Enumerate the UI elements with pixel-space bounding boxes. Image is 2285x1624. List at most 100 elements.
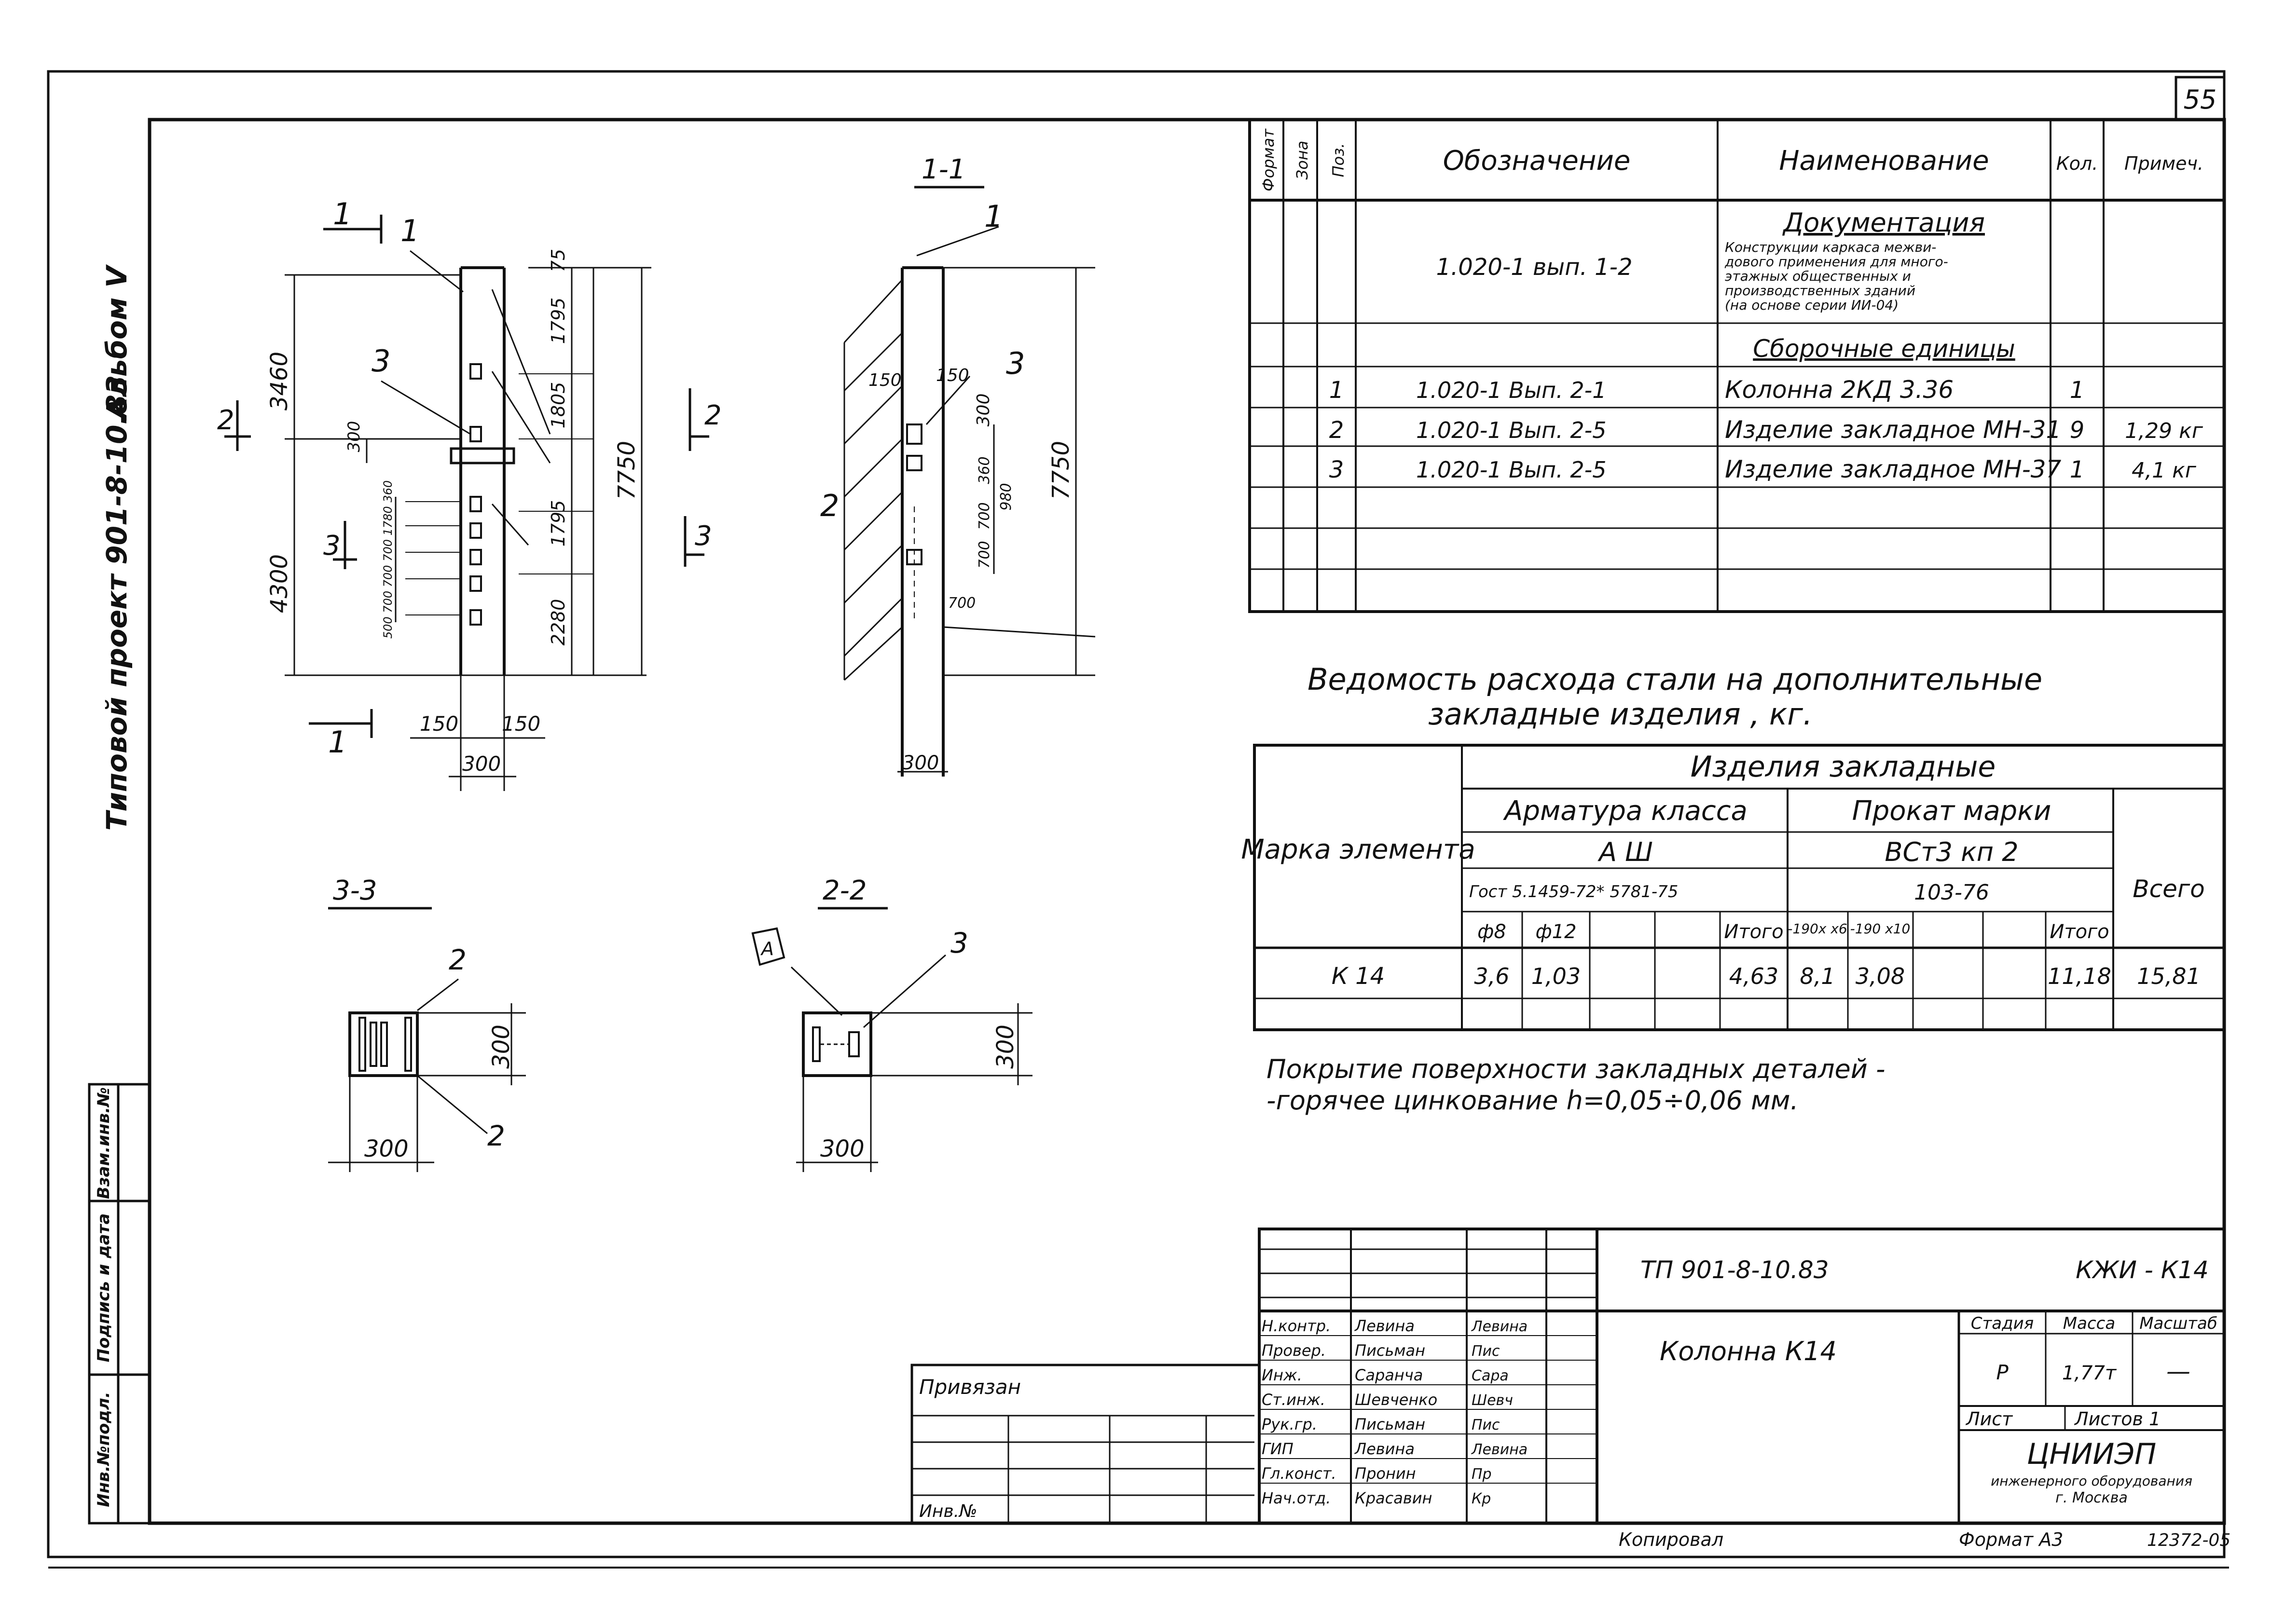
s11-dim-980: 980 bbox=[998, 483, 1015, 510]
row-2-name: Изделие закладное МН-31 bbox=[1725, 416, 2061, 444]
staff-sign-4: Пис bbox=[1472, 1417, 1500, 1433]
s11-dim-150b: 150 bbox=[936, 366, 969, 385]
s11-dim-300: 300 bbox=[974, 394, 993, 427]
steel-rebar-class: А Ш bbox=[1597, 837, 1653, 867]
left-stamp: Взам.инв.№ Подпись и дата Инв.№подл. bbox=[88, 1083, 151, 1525]
steel-val-6: 3,08 bbox=[1856, 963, 1905, 989]
s11-pos-3: 3 bbox=[1006, 346, 1025, 381]
staff-role-7: Нач.отд. bbox=[1262, 1489, 1331, 1507]
sheets-label: Листов 1 bbox=[2074, 1408, 2161, 1430]
staff-role-4: Рук.гр. bbox=[1262, 1415, 1317, 1433]
staff-sign-2: Сара bbox=[1472, 1367, 1509, 1384]
column-elevation: 1 1 2 2 3 3 1 3 3460 4300 7750 75 1795 1… bbox=[217, 196, 722, 791]
sub-h-4: Итого bbox=[1724, 921, 1783, 943]
hdr-zone: Зона bbox=[1293, 141, 1311, 180]
steel-rolled-grade: ВСт3 кп 2 bbox=[1885, 837, 2018, 867]
row-3-name: Изделие закладное МН-37 bbox=[1725, 455, 2062, 483]
dim-2280: 2280 bbox=[548, 599, 569, 646]
steel-mark-header: Марка элемента bbox=[1241, 834, 1475, 865]
dim-300: 300 bbox=[344, 421, 364, 452]
steel-rolled-gost: 103-76 bbox=[1914, 880, 1989, 905]
steel-val-0: 3,6 bbox=[1474, 963, 1509, 989]
s22-pos-3: 3 bbox=[950, 927, 968, 959]
stamp-inventory: Инв.№подл. bbox=[94, 1392, 113, 1507]
format-label: Формат А3 bbox=[1959, 1529, 2063, 1550]
dim-1805: 1805 bbox=[548, 382, 569, 429]
steel-rolled-header: Прокат марки bbox=[1852, 795, 2051, 827]
row-1-designation: 1.020-1 Вып. 2-1 bbox=[1416, 377, 1607, 403]
staff-sign-3: Шевч bbox=[1472, 1392, 1513, 1409]
doc-section: Документация bbox=[1782, 207, 1985, 238]
pos-1-label: 1 bbox=[400, 213, 419, 248]
row-2-note: 1,29 кг bbox=[2125, 419, 2203, 443]
s11-pos-1: 1 bbox=[984, 199, 1003, 234]
pos-3-label: 3 bbox=[372, 343, 390, 379]
dim-3460: 3460 bbox=[266, 352, 293, 410]
dim-4300: 4300 bbox=[266, 554, 293, 613]
section-1-mark-bottom: 1 bbox=[328, 724, 347, 760]
hdr-format: Формат bbox=[1259, 128, 1278, 191]
section-3-mark-left: 3 bbox=[323, 530, 341, 561]
s11-dim-w300: 300 bbox=[902, 752, 939, 774]
steel-val-4: 4,63 bbox=[1729, 963, 1778, 989]
section-3-3: 3-3 2 2 300 300 bbox=[328, 875, 526, 1172]
sub-h-9: Итого bbox=[2050, 921, 2109, 943]
staff-name-5: Левина bbox=[1354, 1440, 1415, 1458]
dim-150b: 150 bbox=[502, 712, 540, 736]
staff-role-1: Провер. bbox=[1262, 1341, 1326, 1360]
staff-sign-0: Левина bbox=[1471, 1318, 1528, 1335]
row-3-pos: 3 bbox=[1329, 456, 1344, 483]
drawing-name: Колонна К14 bbox=[1660, 1336, 1837, 1366]
hdr-note: Примеч. bbox=[2124, 153, 2203, 174]
dim-75: 75 bbox=[548, 249, 569, 272]
sub-h-1: ф12 bbox=[1535, 921, 1576, 943]
row-1-name: Колонна 2КД 3.36 bbox=[1725, 376, 1954, 404]
steel-header-group: Изделия закладные bbox=[1691, 750, 1996, 784]
staff-name-7: Красавин bbox=[1355, 1489, 1432, 1507]
s33-dim-w300: 300 bbox=[364, 1135, 409, 1162]
doc-designation: 1.020-1 вып. 1-2 bbox=[1436, 254, 1632, 281]
staff-sign-1: Пис bbox=[1472, 1343, 1500, 1360]
staff-name-0: Левина bbox=[1354, 1317, 1415, 1335]
row-3-note: 4,1 кг bbox=[2132, 458, 2197, 483]
dim-small: 500 700 700 700 1780 360 bbox=[381, 480, 395, 639]
s33-pos-2b: 2 bbox=[487, 1119, 505, 1152]
steel-val-9: 11,18 bbox=[2048, 963, 2111, 989]
row-3-qty: 1 bbox=[2070, 456, 2085, 483]
section-2-2-title: 2-2 bbox=[823, 875, 867, 906]
inv-label: Инв.№ bbox=[919, 1501, 977, 1521]
s11-dim-700c: 700 bbox=[948, 595, 976, 612]
staff-sign-6: Пр bbox=[1472, 1466, 1492, 1483]
staff-role-2: Инж. bbox=[1262, 1366, 1302, 1384]
steel-row-total: 15,81 bbox=[2137, 963, 2201, 989]
s11-dim-7750: 7750 bbox=[1047, 441, 1074, 500]
sheet-code: КЖИ - К14 bbox=[2076, 1256, 2209, 1284]
assembly-section: Сборочные единицы bbox=[1753, 335, 2015, 363]
coating-note-1: Покрытие поверхности закладных деталей - bbox=[1266, 1054, 1886, 1084]
s22-dim-h300: 300 bbox=[992, 1024, 1019, 1069]
s33-dim-h300: 300 bbox=[488, 1024, 515, 1069]
scale-header: Масштаб bbox=[2139, 1314, 2217, 1333]
stage-header: Стадия bbox=[1971, 1314, 2034, 1333]
row-3-designation: 1.020-1 Вып. 2-5 bbox=[1416, 457, 1607, 483]
sub-h-6: -190 x10 bbox=[1850, 921, 1911, 937]
steel-val-5: 8,1 bbox=[1800, 963, 1835, 989]
doc-name-4: производственных зданий bbox=[1725, 283, 1915, 299]
stamp-signature: Подпись и дата bbox=[94, 1214, 113, 1363]
dim-w300: 300 bbox=[462, 752, 501, 776]
coating-note-2: -горячее цинкование h=0,05÷0,06 мм. bbox=[1266, 1085, 1799, 1116]
org-line-3: г. Москва bbox=[2055, 1489, 2128, 1506]
staff-sign-5: Левина bbox=[1471, 1441, 1528, 1458]
scale-value: — bbox=[2166, 1357, 2190, 1385]
staff-name-3: Шевченко bbox=[1355, 1391, 1437, 1409]
doc-name-3: этажных общественных и bbox=[1725, 268, 1911, 284]
steel-rebar-header: Арматура класса bbox=[1503, 795, 1748, 827]
section-1-1: 1-1 1 2 3 7750 150 150 300 360 700 bbox=[820, 154, 1096, 777]
stage-value: Р bbox=[1996, 1361, 2009, 1384]
dim-150a: 150 bbox=[420, 712, 458, 736]
s33-pos-2a: 2 bbox=[449, 943, 467, 976]
section-1-mark-top: 1 bbox=[333, 196, 352, 232]
steel-title-2: закладные изделия , кг. bbox=[1428, 696, 1813, 732]
hdr-qty: Кол. bbox=[2056, 153, 2098, 174]
